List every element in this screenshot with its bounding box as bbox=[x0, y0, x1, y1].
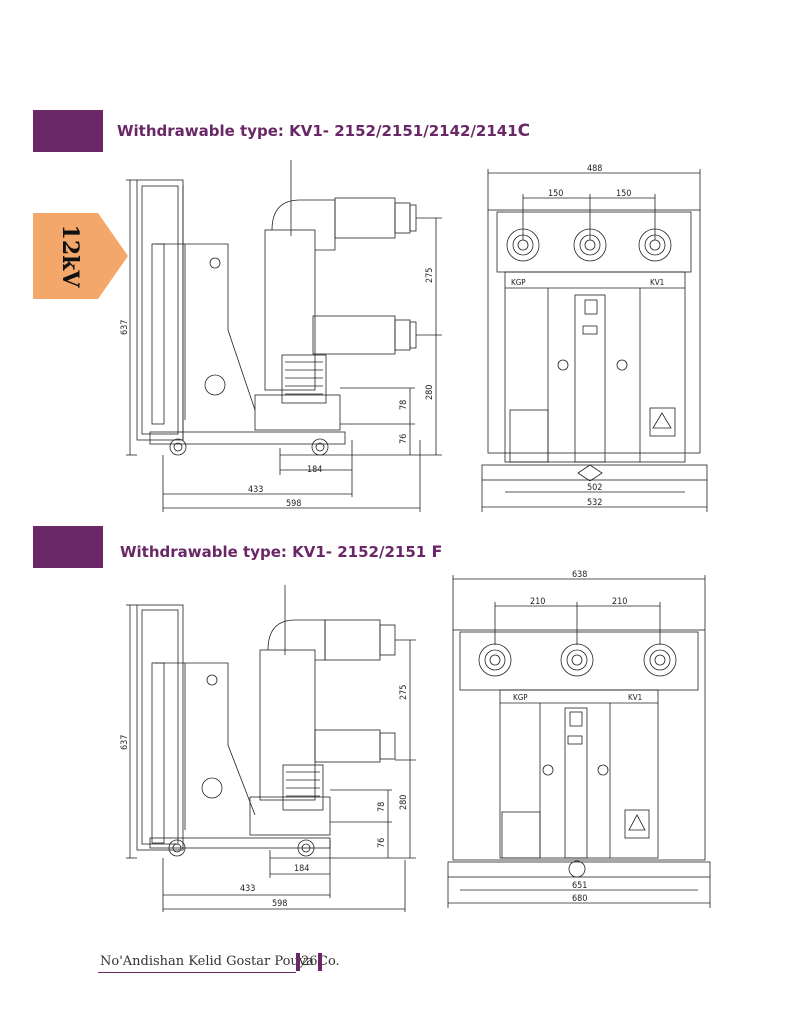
section2-title-suffix: F bbox=[431, 542, 443, 561]
dim-s1-184: 184 bbox=[307, 465, 322, 475]
side-view-1 bbox=[126, 160, 442, 512]
dim-s1-275: 275 bbox=[425, 268, 435, 283]
dim-s2-210b: 210 bbox=[612, 597, 627, 607]
page-number-bar-right bbox=[318, 953, 322, 971]
dim-s2-680: 680 bbox=[572, 894, 587, 904]
section2-title-text: Withdrawable type: KV1- 2152/2151 bbox=[120, 543, 427, 561]
dim-s1-637: 637 bbox=[120, 320, 130, 335]
dim-s1-502: 502 bbox=[587, 483, 602, 493]
footer-company: No'Andishan Kelid Gostar Pouya Co. bbox=[100, 954, 340, 969]
voltage-tab bbox=[33, 213, 128, 299]
dim-s1-280: 280 bbox=[425, 385, 435, 400]
dim-s2-598: 598 bbox=[272, 899, 287, 909]
front-view-1 bbox=[481, 169, 708, 512]
section1-title-text: Withdrawable type: KV1- 2152/2151/2142/2… bbox=[117, 122, 518, 140]
dim-s2-78: 78 bbox=[377, 802, 387, 812]
front1-label-kgp: KGP bbox=[511, 278, 526, 287]
dim-s1-78: 78 bbox=[399, 400, 409, 410]
dim-s2-651: 651 bbox=[572, 881, 587, 891]
dim-s1-532: 532 bbox=[587, 498, 602, 508]
dim-s1-76: 76 bbox=[399, 434, 409, 444]
dim-s1-150a: 150 bbox=[548, 189, 563, 199]
front2-label-kgp: KGP bbox=[513, 693, 528, 702]
section1-header-bar bbox=[33, 110, 103, 152]
dim-s2-76: 76 bbox=[377, 838, 387, 848]
dim-s1-150b: 150 bbox=[616, 189, 631, 199]
dim-s1-488: 488 bbox=[587, 164, 602, 174]
footer-underline bbox=[98, 972, 296, 973]
page-number: 26 bbox=[301, 954, 318, 969]
front1-label-kv1: KV1 bbox=[650, 278, 664, 287]
section2-title: Withdrawable type: KV1- 2152/2151 F bbox=[120, 542, 442, 561]
dim-s2-638: 638 bbox=[572, 570, 587, 580]
dim-s2-210a: 210 bbox=[530, 597, 545, 607]
dim-s2-184: 184 bbox=[294, 864, 309, 874]
section1-title-suffix: C bbox=[517, 121, 531, 141]
section2-header-bar bbox=[33, 526, 103, 568]
front-view-2 bbox=[447, 575, 711, 908]
dim-s2-280: 280 bbox=[399, 795, 409, 810]
dim-s2-275: 275 bbox=[399, 685, 409, 700]
side-view-2 bbox=[126, 585, 416, 912]
dim-s2-433: 433 bbox=[240, 884, 255, 894]
dim-s1-598: 598 bbox=[286, 499, 301, 509]
dim-s2-637: 637 bbox=[120, 735, 130, 750]
front2-label-kv1: KV1 bbox=[628, 693, 642, 702]
dim-s1-433: 433 bbox=[248, 485, 263, 495]
page-number-bar-left bbox=[296, 953, 300, 971]
section1-title: Withdrawable type: KV1- 2152/2151/2142/2… bbox=[117, 121, 530, 141]
